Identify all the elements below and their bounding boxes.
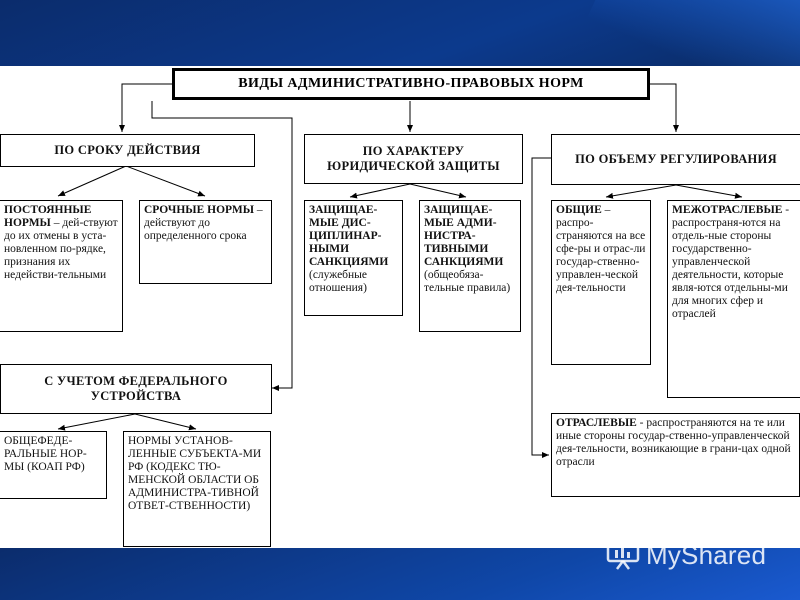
volume-header: ПО ОБЪЕМУ РЕГУЛИРОВАНИЯ	[551, 134, 800, 185]
general-norms-box: ОБЩИЕ – распро-страняются на все сфе-ры …	[551, 200, 651, 365]
sectoral-norms-box: ОТРАСЛЕВЫЕ - распространяются на те или …	[551, 413, 800, 497]
general-norms-title: ОБЩИЕ	[556, 204, 602, 216]
urgent-norms-box: СРОЧНЫЕ НОРМЫ – действуют до определенно…	[139, 200, 272, 284]
connector-term-urgent	[125, 165, 206, 197]
watermark-text: MyShared	[646, 539, 767, 570]
administrative-norms-box: ЗАЩИЩАЕ-МЫЕ АДМИ-НИСТРА-ТИВНЫМИ САНКЦИЯМ…	[419, 200, 521, 332]
urgent-norms-text: – действуют до определенного срока	[144, 204, 263, 242]
protection-header: ПО ХАРАКТЕРУ ЮРИДИЧЕСКОЙ ЗАЩИТЫ	[304, 134, 523, 184]
federal-header: С УЧЕТОМ ФЕДЕРАЛЬНОГО УСТРОЙСТВА	[0, 364, 272, 414]
intersectoral-norms-title: МЕЖОТРАСЛЕВЫЕ	[672, 204, 783, 216]
permanent-norms-box: ПОСТОЯННЫЕ НОРМЫ – дей-ствуют до их отме…	[0, 200, 123, 332]
administrative-norms-text: (общеобяза-тельные правила)	[424, 269, 511, 294]
intersectoral-norms-box: МЕЖОТРАСЛЕВЫЕ - распространя-ются на отд…	[667, 200, 800, 398]
subject-norms-box: НОРМЫ УСТАНОВ-ЛЕННЫЕ СУБЪЕКТА-МИ РФ (КОД…	[123, 431, 271, 547]
term-header: ПО СРОКУ ДЕЙСТВИЯ	[0, 134, 255, 167]
presentation-icon	[606, 541, 640, 570]
permanent-norms-title: ПОСТОЯННЫЕ НОРМЫ	[4, 204, 92, 229]
federal-general-text: ОБЩЕФЕДЕ-РАЛЬНЫЕ НОР-МЫ (КОАП РФ)	[4, 435, 87, 473]
connector-federal-general	[57, 413, 136, 431]
administrative-norms-title: ЗАЩИЩАЕ-МЫЕ АДМИ-НИСТРА-ТИВНЫМИ САНКЦИЯМ…	[424, 204, 504, 268]
connector-title-federal	[151, 101, 293, 391]
sectoral-norms-text: - распространяются на те или иные сторон…	[556, 417, 791, 468]
header-band	[0, 0, 800, 66]
watermark-logo: MyShared	[606, 538, 766, 572]
connector-volume-sectoral	[531, 157, 551, 458]
connector-volume-intersectoral	[675, 184, 743, 199]
connector-protection-disciplinary	[349, 183, 411, 199]
federal-general-box: ОБЩЕФЕДЕ-РАЛЬНЫЕ НОР-МЫ (КОАП РФ)	[0, 431, 107, 499]
intersectoral-norms-text: - распространя-ются на отдель-ные сторон…	[672, 204, 790, 320]
connector-federal-subjects	[134, 413, 197, 431]
disciplinary-norms-text: (служебные отношения)	[309, 269, 368, 294]
connector-title-volume	[650, 83, 679, 132]
connector-volume-general	[605, 184, 677, 199]
permanent-norms-text: – дей-ствуют до их отмены в уста-новленн…	[4, 217, 118, 281]
connector-title-term	[119, 83, 172, 132]
urgent-norms-title: СРОЧНЫЕ НОРМЫ	[144, 204, 254, 216]
connector-protection-administrative	[409, 183, 467, 199]
disciplinary-norms-title: ЗАЩИЩАЕ-МЫЕ ДИС-ЦИПЛИНАР-НЫМИ САНКЦИЯМИ	[309, 204, 389, 268]
sectoral-norms-title: ОТРАСЛЕВЫЕ	[556, 417, 637, 429]
diagram-title: ВИДЫ АДМИНИСТРАТИВНО-ПРАВОВЫХ НОРМ	[172, 68, 650, 100]
footer-band	[0, 548, 800, 600]
subject-norms-text: НОРМЫ УСТАНОВ-ЛЕННЫЕ СУБЪЕКТА-МИ РФ (КОД…	[128, 435, 262, 512]
disciplinary-norms-box: ЗАЩИЩАЕ-МЫЕ ДИС-ЦИПЛИНАР-НЫМИ САНКЦИЯМИ …	[304, 200, 403, 316]
general-norms-text: – распро-страняются на все сфе-ры и отра…	[556, 204, 646, 294]
connector-term-permanent	[57, 165, 127, 197]
